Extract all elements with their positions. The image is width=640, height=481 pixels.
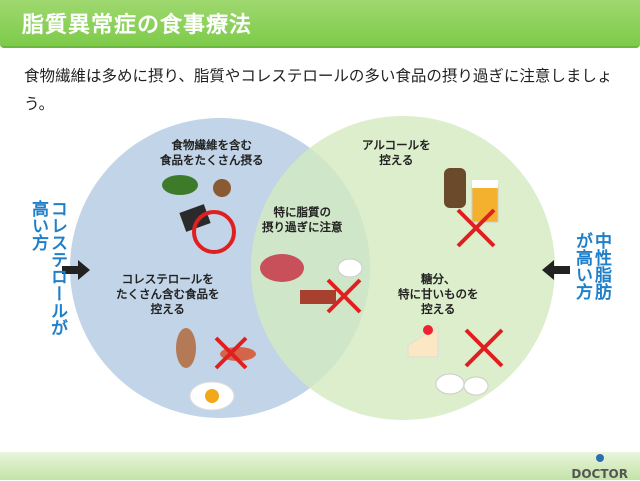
page-title: 脂質異常症の食事療法 bbox=[22, 13, 253, 38]
label-fat: 特に脂質の 摂り過ぎに注意 bbox=[262, 205, 343, 234]
right-arrow-icon bbox=[542, 260, 570, 280]
x-mark-icon bbox=[214, 208, 504, 370]
logo-icon bbox=[595, 454, 604, 462]
alcohol-icon bbox=[444, 168, 499, 223]
meat-icon bbox=[260, 254, 363, 304]
ok-circle-icon bbox=[192, 210, 236, 254]
header-bar: 脂質異常症の食事療法 bbox=[0, 0, 640, 48]
doctor-logo: DOCTOR bbox=[571, 454, 628, 481]
footer-bar bbox=[0, 452, 640, 480]
left-arrow-icon bbox=[62, 260, 90, 280]
left-side-label: コレステロールが高い方 bbox=[28, 200, 67, 336]
label-fiber: 食物繊維を含む 食品をたくさん摂る bbox=[160, 138, 264, 167]
vegetables-icon bbox=[162, 175, 231, 232]
label-sugar: 糖分、 特に甘いものを 控える bbox=[398, 272, 479, 316]
cake-icon bbox=[407, 325, 489, 396]
label-alcohol: アルコールを 控える bbox=[362, 138, 431, 167]
egg-icon bbox=[189, 381, 235, 411]
right-side-label: 中性脂肪が高い方 bbox=[572, 232, 611, 300]
intro-text: 食物繊維は多めに摂り、脂質やコレステロールの多い食品の摂り過ぎに注意しましょう。 bbox=[24, 67, 613, 113]
label-cholesterol: コレステロールを たくさん含む食品を 控える bbox=[116, 272, 220, 316]
